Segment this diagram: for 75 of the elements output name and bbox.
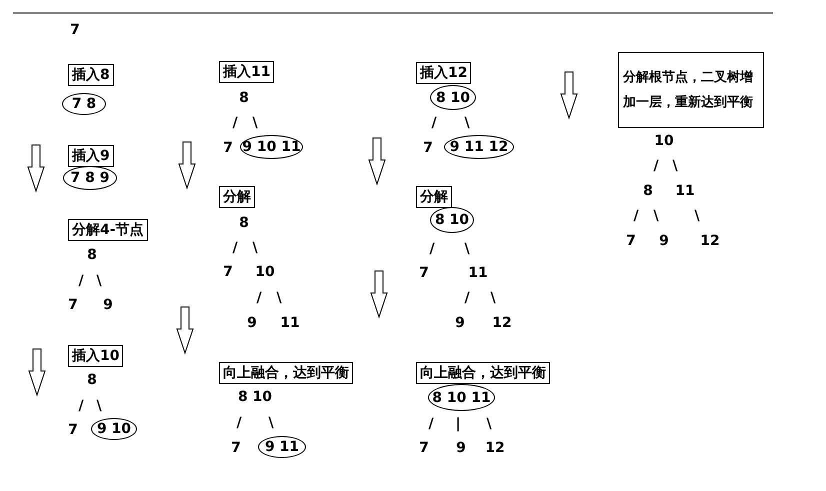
branch-stroke: /: [428, 416, 434, 432]
key-number: 9: [659, 233, 669, 249]
branch-stroke: /: [653, 158, 659, 174]
key-group-ellipse: 7 8 9: [63, 166, 117, 190]
step-label: 插入12: [416, 62, 472, 84]
branch-stroke: \: [672, 158, 678, 174]
step-note: 分解根节点，二叉树增加一层，重新达到平衡: [618, 52, 764, 128]
key-number: 12: [700, 233, 720, 249]
key-number: 7: [419, 440, 429, 456]
branch-stroke: \: [490, 290, 496, 306]
key-number: 7: [423, 140, 433, 156]
branch-stroke: /: [232, 240, 238, 256]
branch-stroke: \: [252, 115, 258, 131]
key-group-ellipse: 9 11 12: [444, 135, 514, 159]
key-number: 7: [70, 22, 80, 38]
key-number: 12: [492, 315, 512, 331]
branch-stroke: \: [464, 241, 470, 257]
branch-stroke: /: [78, 273, 84, 289]
key-number: 8: [87, 247, 97, 263]
step-label: 插入8: [68, 64, 114, 86]
branch-stroke: |: [455, 416, 461, 432]
step-label: 向上融合，达到平衡: [219, 362, 353, 384]
key-number: 7: [626, 233, 636, 249]
branch-stroke: \: [464, 115, 470, 131]
key-number: 7: [223, 264, 233, 280]
key-number: 9: [455, 315, 465, 331]
step-label: 分解: [219, 186, 255, 208]
branch-stroke: \: [276, 290, 282, 306]
branch-stroke: /: [633, 208, 639, 224]
key-number: 8: [87, 372, 97, 388]
key-number: 12: [485, 440, 505, 456]
key-group-ellipse: 9 11: [258, 436, 306, 458]
key-number: 8: [643, 183, 653, 199]
branch-stroke: \: [96, 398, 102, 414]
key-group-ellipse: 9 10 11: [240, 135, 303, 159]
branch-stroke: /: [429, 241, 435, 257]
step-label: 分解: [416, 186, 452, 208]
branch-stroke: \: [96, 273, 102, 289]
branch-stroke: \: [486, 416, 492, 432]
step-label: 插入9: [68, 145, 114, 167]
key-group-ellipse: 7 8: [62, 93, 106, 115]
branch-stroke: /: [236, 415, 242, 431]
branch-stroke: \: [694, 208, 700, 224]
key-number: 7: [68, 297, 78, 313]
key-number: 8: [239, 215, 249, 231]
key-group-ellipse: 8 10 11: [428, 384, 495, 411]
key-number: 10: [654, 133, 674, 149]
key-number: 9: [247, 315, 257, 331]
branch-stroke: /: [256, 290, 262, 306]
key-number: 9: [103, 297, 113, 313]
key-number: 11: [675, 183, 695, 199]
step-label: 向上融合，达到平衡: [416, 362, 550, 384]
key-number: 7: [68, 422, 78, 438]
key-number: 11: [468, 265, 488, 281]
branch-stroke: \: [252, 240, 258, 256]
key-group-ellipse: 8 10: [430, 207, 474, 233]
key-number: 9: [456, 440, 466, 456]
step-label: 分解4-节点: [68, 219, 148, 241]
key-number: 7: [231, 440, 241, 456]
key-group-ellipse: 9 10: [91, 418, 137, 440]
branch-stroke: /: [464, 290, 470, 306]
key-number: 10: [255, 264, 275, 280]
key-number: 11: [280, 315, 300, 331]
branch-stroke: /: [78, 398, 84, 414]
branch-stroke: \: [653, 208, 659, 224]
branch-stroke: /: [232, 115, 238, 131]
step-label: 插入11: [219, 61, 274, 83]
key-number: 7: [223, 140, 233, 156]
branch-stroke: \: [268, 415, 274, 431]
key-number: 8: [239, 90, 249, 106]
step-label: 插入10: [68, 345, 124, 367]
branch-stroke: /: [431, 115, 437, 131]
key-number: 8 10: [238, 389, 272, 405]
key-group-ellipse: 8 10: [430, 85, 476, 110]
key-number: 7: [419, 265, 429, 281]
